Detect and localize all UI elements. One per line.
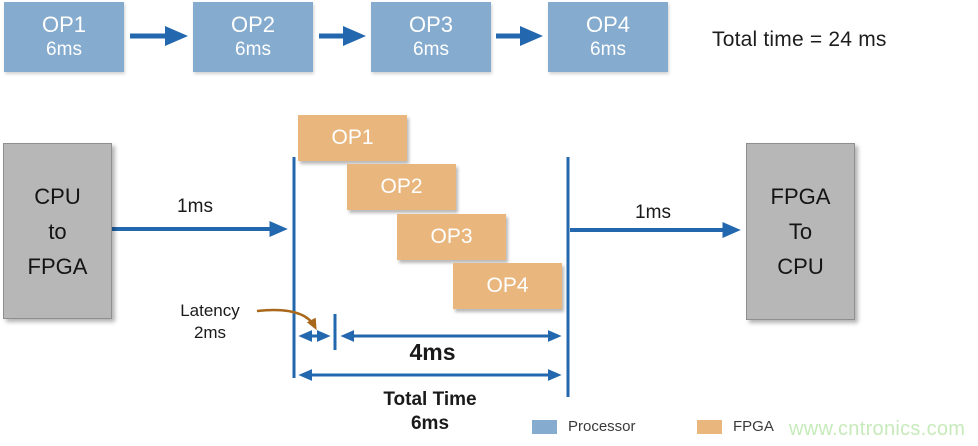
total-time-label: Total Time: [383, 389, 477, 410]
processor-op4-box: OP4 6ms: [548, 2, 668, 72]
op-label: OP4: [585, 12, 631, 37]
processor-op3-box: OP3 6ms: [371, 2, 491, 72]
transfer-in-time-label: 1ms: [177, 196, 213, 217]
fpga-box-line: FPGA: [770, 184, 831, 209]
op-time: 6ms: [413, 39, 449, 60]
cpu-box-line: CPU: [34, 183, 81, 209]
watermark: www.cntronics.com: [789, 418, 966, 440]
legend-item-processor: Processor: [532, 418, 636, 435]
op-label: OP1: [41, 12, 87, 37]
processor-op2-box: OP2 6ms: [193, 2, 313, 72]
total-time-processor-label: Total time = 24 ms: [712, 28, 887, 51]
legend-item-fpga: FPGA: [697, 418, 774, 435]
legend-label: FPGA: [733, 418, 774, 435]
processor-swatch-icon: [532, 419, 557, 434]
op-time: 6ms: [590, 39, 626, 60]
cpu-box-line: to: [48, 218, 67, 244]
op-label: OP4: [486, 274, 529, 297]
total-time-value-label: 6ms: [410, 413, 450, 434]
pipeline-span-label: 4ms: [409, 339, 456, 365]
processor-op1-box: OP1 6ms: [4, 2, 124, 72]
op-label: OP2: [380, 175, 423, 198]
fpga-op2-box: OP2: [347, 164, 456, 210]
fpga-op1-box: OP1: [298, 115, 407, 161]
cpu-box-line: FPGA: [27, 253, 88, 279]
latency-pointer-arc: [256, 308, 317, 331]
transfer-out-time-label: 1ms: [635, 202, 671, 223]
legend-label: Processor: [568, 418, 636, 435]
op-label: OP1: [331, 126, 374, 149]
op-time: 6ms: [46, 39, 82, 60]
cpu-to-fpga-box: CPU to FPGA: [3, 143, 112, 319]
op-label: OP3: [408, 12, 454, 37]
op-label: OP3: [430, 225, 473, 248]
fpga-op3-box: OP3: [397, 214, 506, 260]
fpga-box-line: To: [788, 219, 813, 244]
op-label: OP2: [230, 12, 276, 37]
op-time: 6ms: [235, 39, 271, 60]
latency-label: Latency: [180, 301, 240, 320]
fpga-box-line: CPU: [777, 254, 824, 279]
latency-value-label: 2ms: [193, 323, 227, 342]
fpga-to-cpu-box: FPGA To CPU: [746, 143, 855, 320]
fpga-swatch-icon: [697, 419, 722, 434]
fpga-op4-box: OP4: [453, 263, 562, 309]
